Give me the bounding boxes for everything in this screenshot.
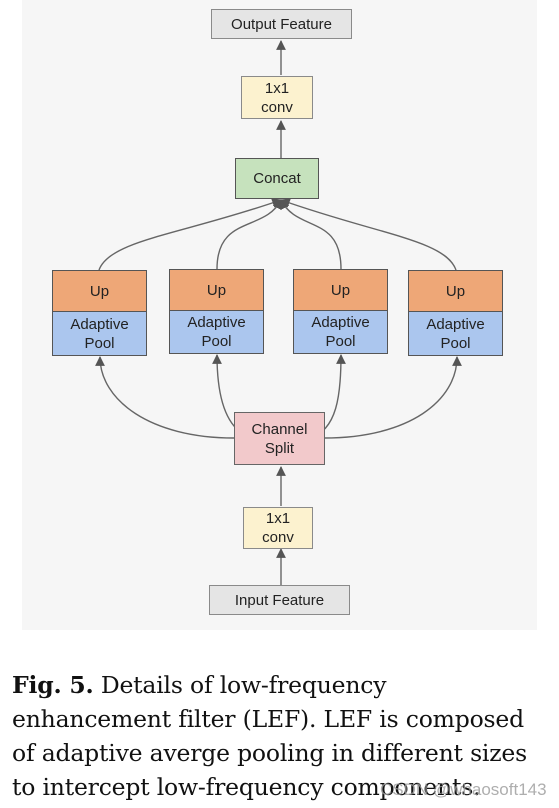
adaptive-pool-label-1: Adaptive Pool <box>70 315 129 352</box>
up-label-4: Up <box>445 282 466 300</box>
adaptive-pool-label-2: Adaptive Pool <box>187 314 246 350</box>
adaptive-pool-node-3: Adaptive Pool <box>293 310 388 354</box>
adaptive-pool-node-2: Adaptive Pool <box>169 310 264 354</box>
up-label-2: Up <box>206 281 227 299</box>
edge-split-to-pool-1 <box>95 356 235 439</box>
edge-up4-to-concat <box>280 198 457 271</box>
adaptive-pool-node-4: Adaptive Pool <box>408 311 503 356</box>
diagram-edges <box>95 40 462 585</box>
edge-up2-to-concat <box>216 199 282 270</box>
figure-caption-text: Details of low-frequency enhancement fil… <box>12 671 527 801</box>
up-node-4: Up <box>408 270 503 312</box>
edge-up1-to-concat <box>98 198 282 271</box>
concat-node: Concat <box>235 158 319 199</box>
watermark-text: CSDN @whaosoft143 <box>380 780 547 799</box>
conv-bottom-node: 1x1 conv <box>243 507 313 549</box>
conv-top-node: 1x1 conv <box>241 76 313 119</box>
adaptive-pool-label-3: Adaptive Pool <box>311 314 370 350</box>
output-feature-label: Output Feature <box>231 15 332 33</box>
up-node-3: Up <box>293 269 388 311</box>
figure-caption-label: Fig. 5. <box>12 671 94 699</box>
edge-up3-to-concat <box>280 199 342 270</box>
input-feature-label: Input Feature <box>234 591 325 609</box>
edge-split-to-pool-4 <box>323 356 462 439</box>
channel-split-node: Channel Split <box>234 412 325 465</box>
up-node-2: Up <box>169 269 264 311</box>
channel-split-label: Channel Split <box>251 420 308 457</box>
conv-bottom-label: 1x1 conv <box>262 510 294 546</box>
output-feature-node: Output Feature <box>211 9 352 39</box>
adaptive-pool-node-1: Adaptive Pool <box>52 311 147 356</box>
figure-caption: Fig. 5. Details of low-frequency enhance… <box>12 668 552 804</box>
up-label-1: Up <box>89 282 110 300</box>
input-feature-node: Input Feature <box>209 585 350 615</box>
conv-top-label: 1x1 conv <box>261 79 293 116</box>
adaptive-pool-label-4: Adaptive Pool <box>426 315 485 352</box>
up-node-1: Up <box>52 270 147 312</box>
concat-label: Concat <box>253 170 301 187</box>
up-label-3: Up <box>330 281 351 299</box>
